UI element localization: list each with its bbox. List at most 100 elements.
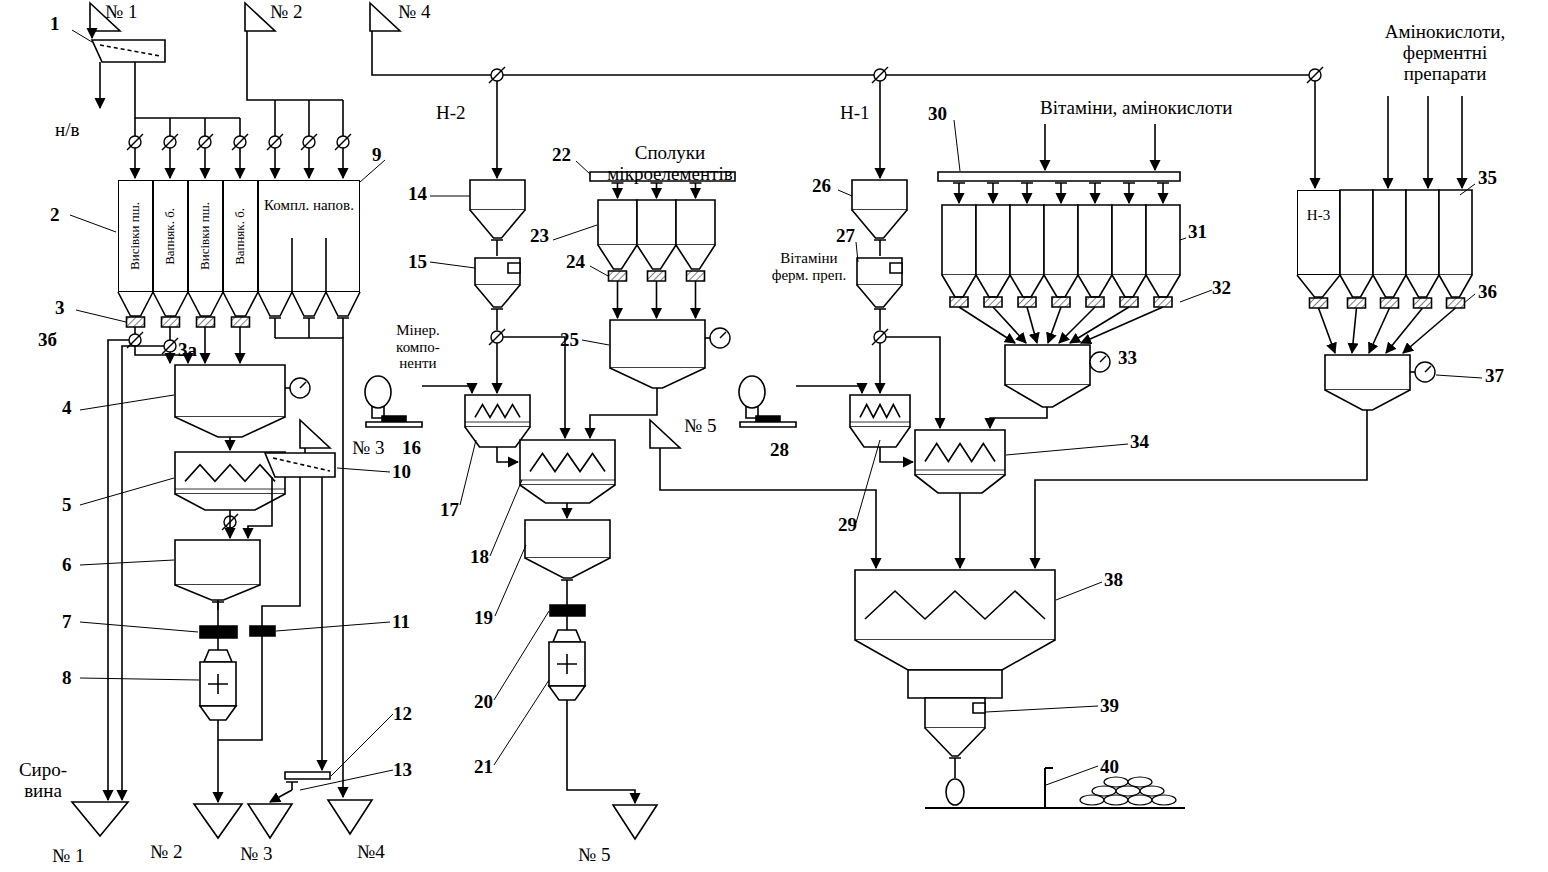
gate-symbol bbox=[949, 758, 961, 766]
valve-symbol bbox=[301, 134, 317, 150]
flow-line bbox=[217, 720, 219, 802]
gate-symbol bbox=[1055, 183, 1067, 191]
scale-dial bbox=[1415, 362, 1435, 382]
gate-symbol bbox=[987, 183, 999, 191]
lamp-base bbox=[740, 422, 796, 427]
bag-pile bbox=[1128, 795, 1152, 805]
equipment-body bbox=[942, 205, 976, 275]
gate-symbol bbox=[690, 183, 702, 191]
flow-line bbox=[122, 346, 164, 800]
valve-symbol bbox=[197, 134, 213, 150]
hopper-cone bbox=[1406, 275, 1439, 297]
flow-line bbox=[959, 307, 1015, 343]
dosing-device bbox=[208, 674, 228, 694]
flow-line bbox=[590, 388, 657, 438]
flow-line bbox=[1410, 371, 1415, 373]
equipment-body bbox=[525, 520, 610, 558]
leader-line bbox=[1056, 582, 1102, 600]
flow-line bbox=[496, 343, 498, 393]
flow-line bbox=[656, 191, 658, 198]
feeder-symbol bbox=[687, 271, 705, 281]
separator-sieve bbox=[100, 45, 160, 56]
leader-line bbox=[1436, 375, 1482, 378]
flow-line bbox=[496, 248, 498, 256]
mixer-line bbox=[850, 422, 910, 423]
annotation-text: № 2 bbox=[270, 2, 302, 23]
callout-number: 12 bbox=[393, 704, 412, 725]
callout-number: 21 bbox=[474, 757, 493, 778]
feeder-symbol bbox=[162, 317, 180, 327]
equipment-body bbox=[637, 200, 676, 245]
leader-line bbox=[1006, 444, 1128, 455]
equipment-body bbox=[465, 395, 530, 427]
feeder-symbol bbox=[1310, 298, 1328, 308]
flow-line bbox=[566, 616, 568, 630]
dosing-device bbox=[557, 654, 577, 674]
feeder-symbol bbox=[1447, 298, 1465, 308]
destination-triangle bbox=[248, 804, 292, 838]
gate-symbol bbox=[491, 240, 503, 248]
source-triangle bbox=[370, 3, 400, 31]
callout-number: 35 bbox=[1478, 168, 1497, 189]
mixer-screw bbox=[925, 444, 995, 462]
flow-line bbox=[91, 31, 93, 38]
separator-sieve bbox=[273, 458, 330, 471]
flow-line bbox=[218, 636, 262, 740]
callout-number: 15 bbox=[408, 252, 427, 273]
flow-line bbox=[342, 326, 344, 338]
gate-symbol bbox=[953, 183, 965, 191]
equipment-body bbox=[1146, 205, 1180, 275]
flow-line bbox=[880, 447, 913, 462]
feeder-symbol bbox=[648, 271, 666, 281]
hopper-cone bbox=[610, 368, 705, 388]
bin-compartment: Вапняк. б. bbox=[153, 180, 188, 292]
equipment-body bbox=[908, 670, 1002, 698]
callout-number: 6 bbox=[62, 555, 72, 576]
equipment-body bbox=[1439, 190, 1472, 275]
flow-line bbox=[1386, 308, 1423, 353]
hopper-cone bbox=[1325, 390, 1410, 410]
leader-line bbox=[80, 560, 174, 565]
valve-symbol bbox=[489, 329, 505, 345]
source-triangle bbox=[300, 420, 330, 448]
leader-line bbox=[986, 706, 1098, 712]
scale-platform bbox=[925, 768, 1075, 808]
bin-label: Компл. напов. bbox=[264, 197, 354, 214]
leader-line bbox=[582, 340, 609, 345]
flow-line bbox=[1461, 96, 1463, 188]
annotation-text: Сполуки мікроелементів bbox=[595, 143, 745, 185]
bag-symbol bbox=[946, 779, 964, 805]
flow-line bbox=[879, 248, 881, 256]
annotation-text: Вітаміни, амінокислоти bbox=[1040, 98, 1233, 119]
flow-line bbox=[879, 317, 881, 330]
leader-line bbox=[337, 468, 390, 472]
annotation-text: Мінер. компо- ненти bbox=[380, 322, 456, 372]
bag-pile bbox=[1116, 786, 1140, 796]
flow-line bbox=[321, 477, 323, 770]
gate-symbol bbox=[651, 183, 663, 191]
equipment-body bbox=[175, 540, 260, 585]
bin-compartment: Вапняк. б. bbox=[223, 180, 258, 292]
hopper-cone bbox=[118, 292, 153, 316]
flow-line bbox=[496, 317, 498, 330]
hopper-cone bbox=[925, 728, 985, 756]
callout-number: 8 bbox=[62, 668, 72, 689]
flow-line bbox=[1059, 307, 1095, 343]
callout-number: 22 bbox=[552, 145, 571, 166]
callout-number: 40 bbox=[1100, 757, 1119, 778]
flow-line bbox=[695, 191, 697, 198]
bin-label: Вапняк. б. bbox=[163, 208, 177, 265]
hopper-cone bbox=[175, 494, 285, 510]
lamp-symbol bbox=[739, 376, 765, 408]
hopper-cone bbox=[1439, 275, 1472, 297]
feeder-symbol bbox=[1086, 297, 1104, 307]
flow-line bbox=[229, 437, 231, 450]
callout-number: 23 bbox=[530, 226, 549, 247]
scale-dial bbox=[1100, 356, 1106, 362]
equipment-body bbox=[676, 200, 715, 245]
leader-line bbox=[856, 242, 858, 262]
flow-line bbox=[217, 600, 219, 626]
flow-line bbox=[1048, 307, 1061, 343]
leader-line bbox=[1180, 238, 1186, 240]
